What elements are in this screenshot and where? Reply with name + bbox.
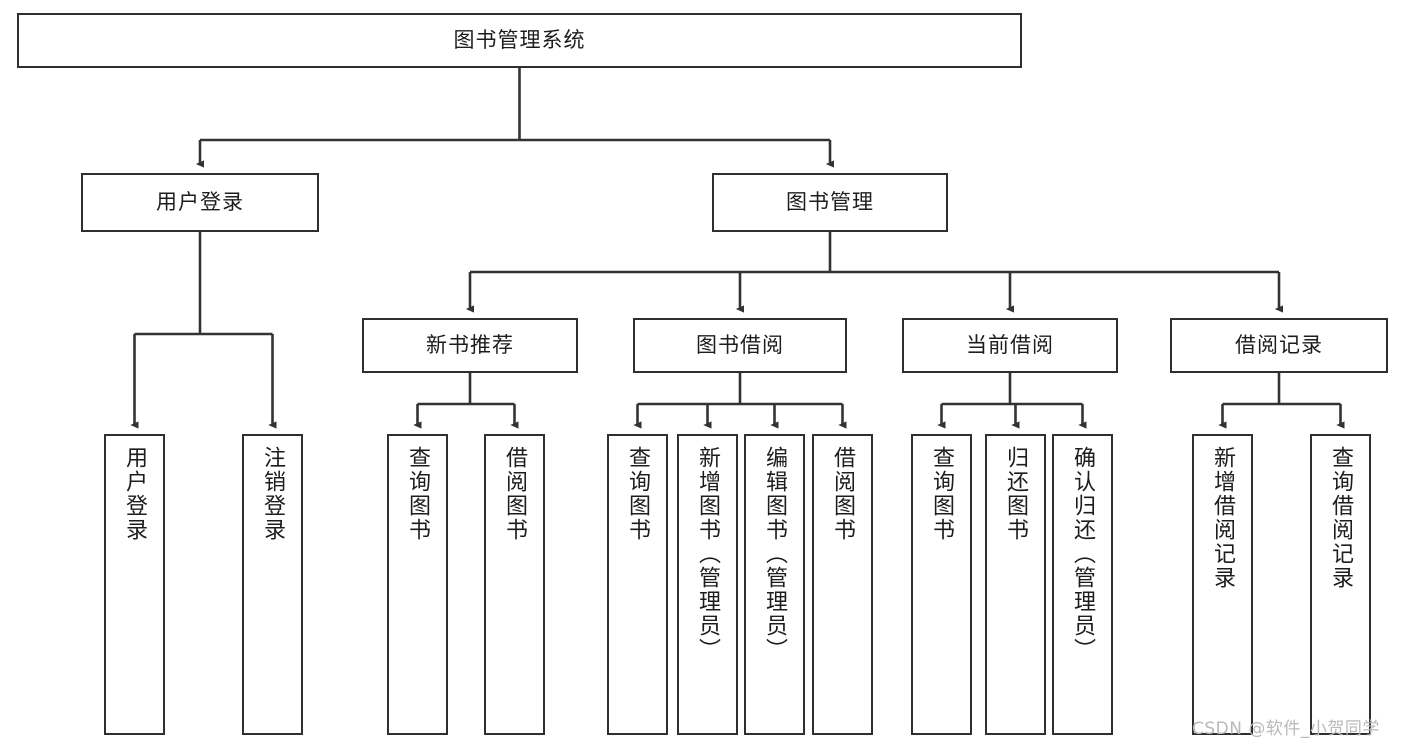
node-label: 当前借阅 bbox=[966, 333, 1054, 358]
node-label: 注销登录 bbox=[260, 446, 286, 542]
node-l8[interactable]: 借阅图书 bbox=[812, 434, 873, 735]
node-l9[interactable]: 查询图书 bbox=[911, 434, 972, 735]
node-l7[interactable]: 编辑图书（管理员） bbox=[744, 434, 805, 735]
csdn-watermark: CSDN @软件_小贺同学 bbox=[1192, 719, 1380, 739]
node-l10[interactable]: 归还图书 bbox=[985, 434, 1046, 735]
node-label: 查询图书 bbox=[929, 446, 955, 542]
node-label: 借阅记录 bbox=[1235, 333, 1323, 358]
node-label: 查询图书 bbox=[405, 446, 431, 542]
node-l13[interactable]: 查询借阅记录 bbox=[1310, 434, 1371, 735]
node-label: 归还图书 bbox=[1003, 446, 1029, 542]
node-label: 查询图书 bbox=[625, 446, 651, 542]
node-label: 查询借阅记录 bbox=[1328, 446, 1354, 590]
node-label: 用户登录 bbox=[156, 190, 244, 215]
node-l6[interactable]: 新增图书（管理员） bbox=[677, 434, 738, 735]
node-root[interactable]: 图书管理系统 bbox=[17, 13, 1022, 68]
node-label: 用户登录 bbox=[122, 446, 148, 542]
node-label: 借阅图书 bbox=[502, 446, 528, 542]
node-label: 借阅图书 bbox=[830, 446, 856, 542]
node-bookmgmt[interactable]: 图书管理 bbox=[712, 173, 948, 232]
node-label: 新增图书（管理员） bbox=[695, 446, 721, 662]
node-records[interactable]: 借阅记录 bbox=[1170, 318, 1388, 373]
node-label: 新增借阅记录 bbox=[1210, 446, 1236, 590]
node-label: 图书管理系统 bbox=[453, 28, 586, 53]
node-borrow[interactable]: 图书借阅 bbox=[633, 318, 847, 373]
node-newbook[interactable]: 新书推荐 bbox=[362, 318, 578, 373]
node-l5[interactable]: 查询图书 bbox=[607, 434, 668, 735]
node-l11[interactable]: 确认归还（管理员） bbox=[1052, 434, 1113, 735]
node-l12[interactable]: 新增借阅记录 bbox=[1192, 434, 1253, 735]
node-login[interactable]: 用户登录 bbox=[81, 173, 319, 232]
node-label: 编辑图书（管理员） bbox=[762, 446, 788, 662]
node-label: 新书推荐 bbox=[426, 333, 514, 358]
node-l1[interactable]: 用户登录 bbox=[104, 434, 165, 735]
node-label: 确认归还（管理员） bbox=[1070, 446, 1096, 662]
node-l2[interactable]: 注销登录 bbox=[242, 434, 303, 735]
node-current[interactable]: 当前借阅 bbox=[902, 318, 1118, 373]
node-label: 图书借阅 bbox=[696, 333, 784, 358]
node-label: 图书管理 bbox=[786, 190, 874, 215]
node-l4[interactable]: 借阅图书 bbox=[484, 434, 545, 735]
node-l3[interactable]: 查询图书 bbox=[387, 434, 448, 735]
